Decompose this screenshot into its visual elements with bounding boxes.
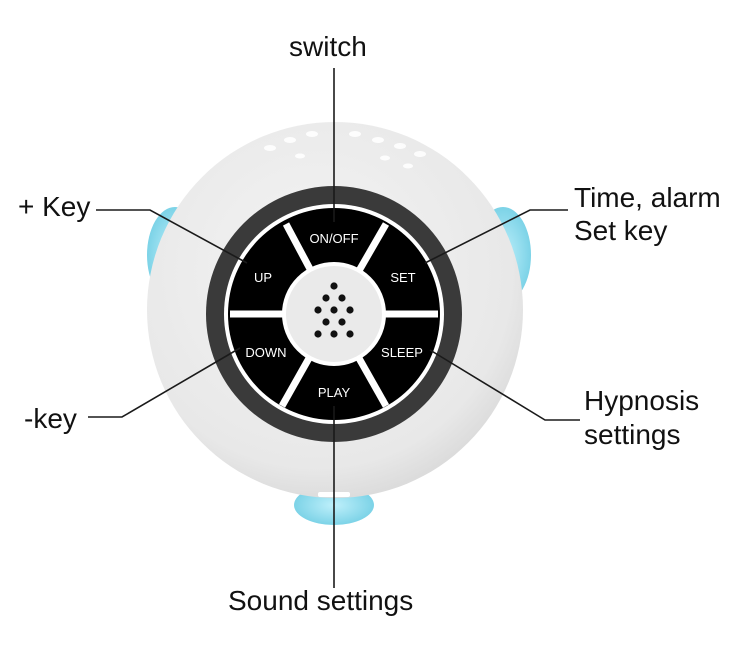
speaker-center: [282, 262, 386, 366]
sleep-button[interactable]: SLEEP: [381, 345, 423, 360]
callout-hypnosis-line1: Hypnosis: [584, 385, 700, 416]
leader-minus-key: [88, 347, 241, 418]
play-button[interactable]: PLAY: [318, 385, 351, 400]
set-button[interactable]: SET: [390, 270, 415, 285]
callout-hypnosis-line2: settings: [584, 419, 681, 450]
vent-holes: [264, 131, 426, 169]
on-off-button[interactable]: ON/OFF: [309, 231, 358, 246]
leader-lines: [88, 68, 580, 588]
callout-minus-key: -key: [24, 403, 77, 434]
up-button[interactable]: UP: [254, 270, 272, 285]
speaker-grille-icon: [314, 282, 354, 338]
callout-plus-key: + Key: [18, 191, 91, 222]
down-button[interactable]: DOWN: [245, 345, 286, 360]
callout-time-alarm-line1: Time, alarm: [574, 182, 721, 213]
callout-switch: switch: [289, 31, 367, 62]
callout-sound-settings: Sound settings: [228, 585, 414, 616]
leader-time-alarm: [424, 209, 568, 264]
leader-plus-key: [96, 209, 248, 264]
callout-time-alarm-line2: Set key: [574, 215, 668, 246]
leader-hypnosis: [429, 349, 580, 421]
